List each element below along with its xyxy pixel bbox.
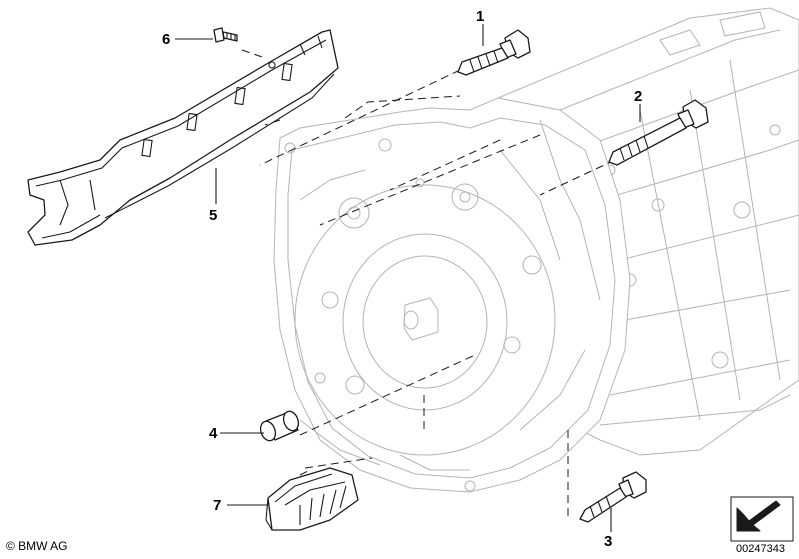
bolt-top [457,29,531,76]
transmission-housing [273,7,799,493]
document-number: 00247343 [736,543,785,555]
callout-1: 1 [476,8,485,25]
heat-shield-bracket [27,29,339,246]
callout-5: 5 [209,207,218,224]
copyright-text: © BMW AG [6,539,68,553]
long-bolt [608,99,709,166]
callout-6: 6 [162,31,171,48]
leader-lines [175,24,641,532]
callout-2: 2 [634,88,643,105]
small-screw [213,27,238,43]
callout-4: 4 [209,425,218,442]
bottom-bolt [579,471,647,523]
callout-7: 7 [213,497,222,514]
arrow-icon [730,496,794,542]
clip-cover [265,467,359,531]
sleeve [259,410,300,442]
assembly-lines [241,49,616,520]
callout-3: 3 [604,533,613,550]
